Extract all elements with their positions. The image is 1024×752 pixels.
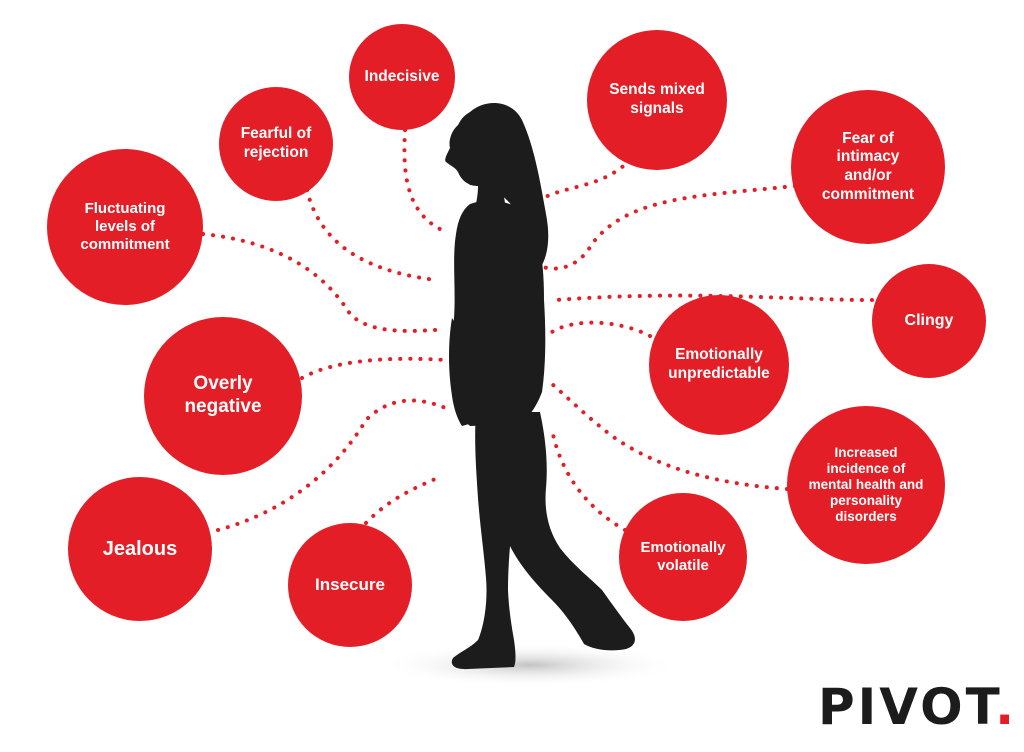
bubble-emotionally-volatile: Emotionally volatile [619,493,747,621]
bubble-insecure: Insecure [288,523,412,647]
bubble-emotionally-unpredictable: Emotionally unpredictable [649,295,789,435]
bubble-fearful-of-rejection: Fearful of rejection [219,87,333,201]
bubble-increased-incidence: Increased incidence of mental health and… [787,406,945,564]
connector-indecisive [402,128,448,234]
bubble-fluctuating-commitment: Fluctuating levels of commitment [47,149,203,305]
pivot-logo: PIVOT. [818,682,1017,732]
figure-body [445,102,635,670]
connector-insecure [364,474,444,525]
connector-increased-incidence [550,382,789,491]
connector-emotionally-volatile [550,428,627,532]
logo-wordmark: PIVOT [818,678,996,736]
bubble-jealous: Jealous [68,477,212,621]
connector-overly-negative [300,356,448,380]
bubble-overly-negative: Overly negative [144,317,302,475]
bubble-fear-of-intimacy: Fear of intimacy and/or commitment [791,90,945,244]
floor-shadow [380,643,680,687]
connector-emotionally-unpredictable [550,320,652,338]
bubble-sends-mixed-signals: Sends mixed signals [587,30,727,170]
bubble-indecisive: Indecisive [349,24,455,130]
connector-fluctuating-commitment [201,232,438,333]
connector-fearful-of-rejection [305,188,438,282]
bubble-clingy: Clingy [872,264,986,378]
logo-dot: . [995,678,1018,736]
